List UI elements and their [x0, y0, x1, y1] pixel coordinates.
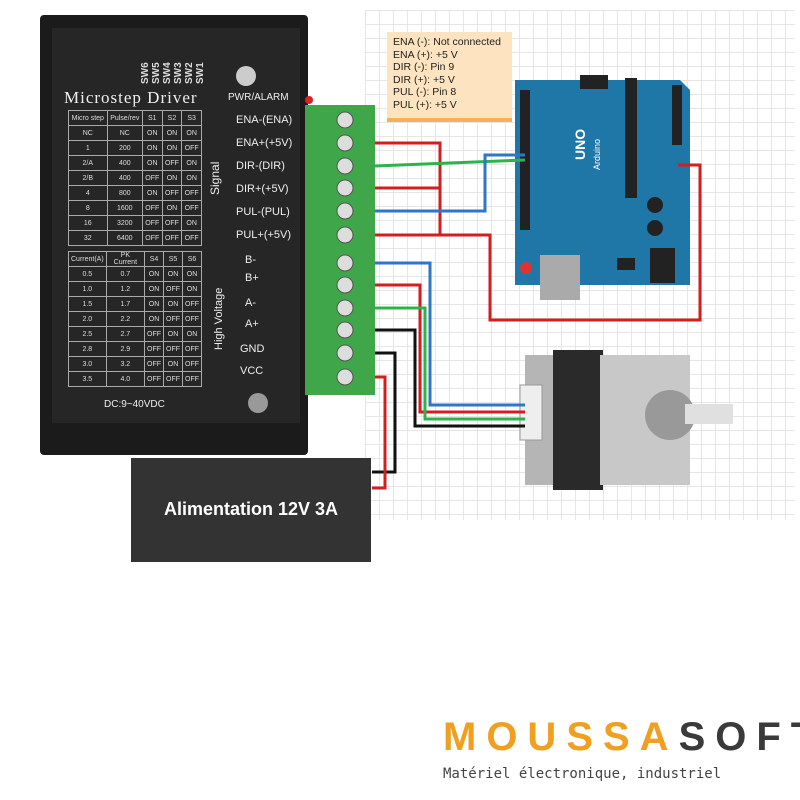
- signal-pin-label: ENA-(ENA): [236, 114, 293, 126]
- power-jack: [650, 248, 675, 283]
- table-cell: 200: [106, 140, 143, 156]
- table-cell: 400: [106, 170, 143, 186]
- header-digital: [625, 78, 637, 198]
- signal-pin-label: PUL-(PUL): [236, 206, 290, 218]
- table-cell: OFF: [181, 230, 202, 246]
- note-line: DIR (-): Pin 9: [393, 61, 455, 73]
- uno-label: UNO: [572, 129, 588, 160]
- note-line: ENA (-): Not connected: [393, 36, 501, 48]
- hv-pin-label: B-: [245, 254, 256, 266]
- terminal-screw-icon: [336, 368, 354, 386]
- stepper-motor: [519, 350, 733, 490]
- driver-title: Microstep Driver: [64, 88, 198, 107]
- arduino-brand: Arduino: [592, 139, 602, 170]
- terminal-screw-icon: [336, 111, 354, 129]
- reset-button: [520, 262, 532, 274]
- signal-pin-label: DIR-(DIR): [236, 160, 285, 172]
- note-line: PUL (-): Pin 8: [393, 86, 457, 98]
- logo: MOUSSASOFT: [443, 715, 800, 760]
- terminal-screw-icon: [336, 276, 354, 294]
- terminal-screw-icon: [336, 202, 354, 220]
- note-line: ENA (+): +5 V: [393, 48, 458, 61]
- signal-pin-label: PUL+(+5V): [236, 229, 292, 241]
- table-header-cell: PK Current: [105, 251, 146, 267]
- screw-icon: [236, 66, 256, 86]
- hv-pin-label: A+: [245, 318, 259, 330]
- hv-pin-label: GND: [240, 343, 265, 355]
- terminal-screw-icon: [336, 254, 354, 272]
- terminal-screw-icon: [336, 344, 354, 362]
- signal-pin-label: DIR+(+5V): [236, 183, 289, 195]
- screw-icon: [248, 393, 268, 413]
- terminal-screw-icon: [336, 134, 354, 152]
- voltage-label: DC:9~40VDC: [104, 399, 165, 410]
- table-cell: 4.0: [105, 371, 146, 387]
- terminal-screw-icon: [336, 321, 354, 339]
- terminal-screw-icon: [336, 299, 354, 317]
- terminal-screw-icon: [336, 226, 354, 244]
- hv-pin-label: A-: [245, 297, 256, 309]
- usb-port: [540, 255, 580, 300]
- signal-pin-label: ENA+(+5V): [236, 137, 293, 149]
- table-cell: OFF: [182, 356, 202, 372]
- terminal-screw-icon: [336, 157, 354, 175]
- logo-part2: SOFT: [678, 715, 800, 759]
- hv-pin-label: VCC: [240, 365, 264, 377]
- pwr-alarm-label: PWR/ALARM: [228, 92, 289, 103]
- power-supply-box: Alimentation 12V 3A: [131, 458, 371, 562]
- table-cell: ON: [182, 326, 202, 342]
- power-supply-label: Alimentation 12V 3A: [163, 499, 339, 519]
- table-cell: 6400: [106, 230, 143, 246]
- logo-tagline: Matériel électronique, industriel: [443, 766, 722, 782]
- table-header-cell: S3: [181, 110, 202, 126]
- logo-part1: MOUSSA: [443, 715, 679, 759]
- hv-pin-label: B+: [245, 272, 259, 284]
- note-line: DIR (+): +5 V: [393, 73, 455, 86]
- table-cell: OFF: [182, 341, 202, 357]
- alarm-led: [305, 96, 313, 104]
- table-cell: OFF: [182, 371, 202, 387]
- note-line: PUL (+): +5 V: [393, 98, 457, 111]
- terminal-screw-icon: [336, 179, 354, 197]
- arduino-uno-board: UNO Arduino: [515, 75, 690, 300]
- header-right: [672, 85, 682, 145]
